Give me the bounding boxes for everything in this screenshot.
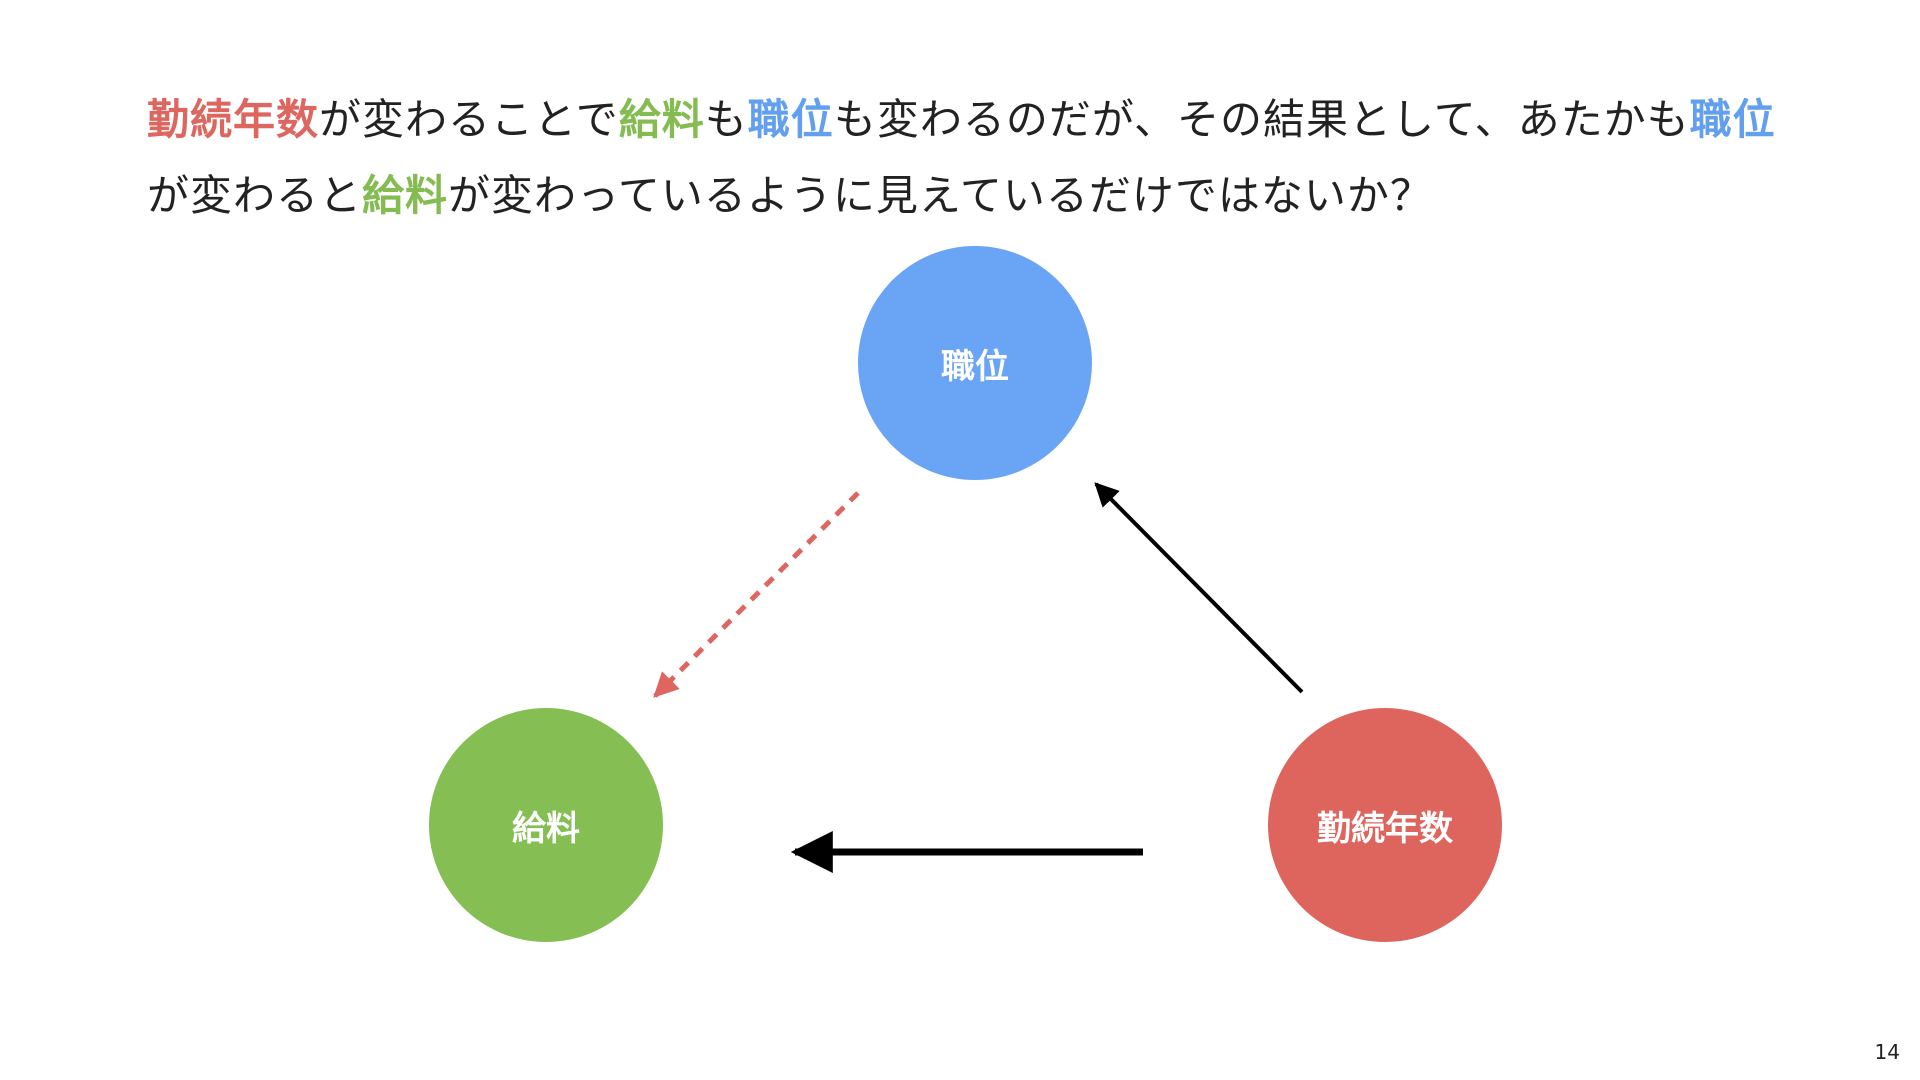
- caption-text: が変わることで: [319, 95, 619, 144]
- caption-keyword-salary: 給料: [362, 171, 449, 220]
- node-position: 職位: [858, 246, 1092, 480]
- node-salary: 給料: [429, 708, 663, 942]
- caption-keyword-position: 職位: [747, 95, 834, 144]
- caption-keyword-position: 職位: [1689, 95, 1776, 144]
- page-number: 14: [1874, 1040, 1900, 1064]
- caption-text: も変わるのだが、その結果として、あたかも: [833, 95, 1690, 144]
- node-tenure: 勤続年数: [1268, 708, 1502, 942]
- caption-text: が変わっているように見えているだけではないか？: [448, 171, 1433, 220]
- slide-caption: 勤続年数が変わることで給料も職位も変わるのだが、その結果として、あたかも職位 が…: [147, 82, 1807, 234]
- dashed-arrow-position-to-salary: [653, 491, 860, 698]
- caption-keyword-salary: 給料: [618, 95, 705, 144]
- node-salary-label: 給料: [512, 808, 580, 849]
- node-tenure-label: 勤続年数: [1317, 808, 1453, 849]
- caption-keyword-tenure: 勤続年数: [147, 95, 320, 144]
- caption-line-2: が変わると給料が変わっているように見えているだけではないか？: [147, 158, 1807, 234]
- caption-line-1: 勤続年数が変わることで給料も職位も変わるのだが、その結果として、あたかも職位: [147, 82, 1807, 158]
- caption-text: も: [704, 95, 748, 144]
- node-position-label: 職位: [941, 346, 1009, 387]
- arrow-tenure-to-position: [1094, 482, 1304, 694]
- caption-text: が変わると: [147, 171, 363, 220]
